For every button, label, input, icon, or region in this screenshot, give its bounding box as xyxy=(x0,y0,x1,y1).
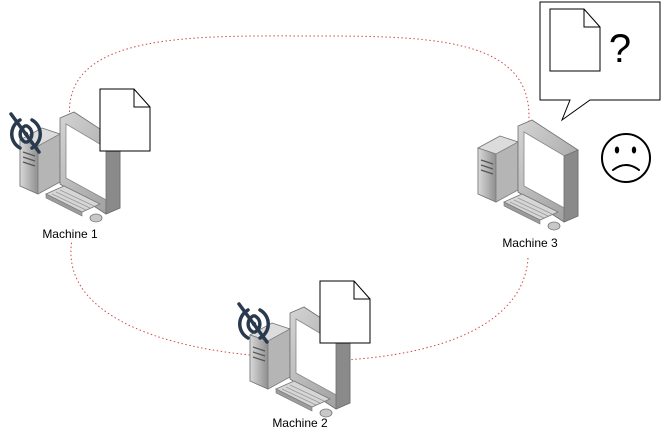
document-icon xyxy=(319,280,371,344)
machine-1-label: Machine 1 xyxy=(42,227,98,241)
machine-1 xyxy=(9,88,151,223)
machine-2 xyxy=(237,280,371,418)
sad-face-icon xyxy=(601,133,651,183)
machine-3-label: Machine 3 xyxy=(502,236,558,250)
question-mark: ? xyxy=(609,27,631,71)
desktop-computer-icon xyxy=(477,119,579,231)
machine-2-label: Machine 2 xyxy=(272,416,328,430)
speech-bubble-icon: ? xyxy=(539,1,661,122)
network-link-ring xyxy=(69,35,530,361)
document-icon xyxy=(549,8,601,72)
document-icon xyxy=(99,88,151,152)
machine-3 xyxy=(477,119,579,231)
